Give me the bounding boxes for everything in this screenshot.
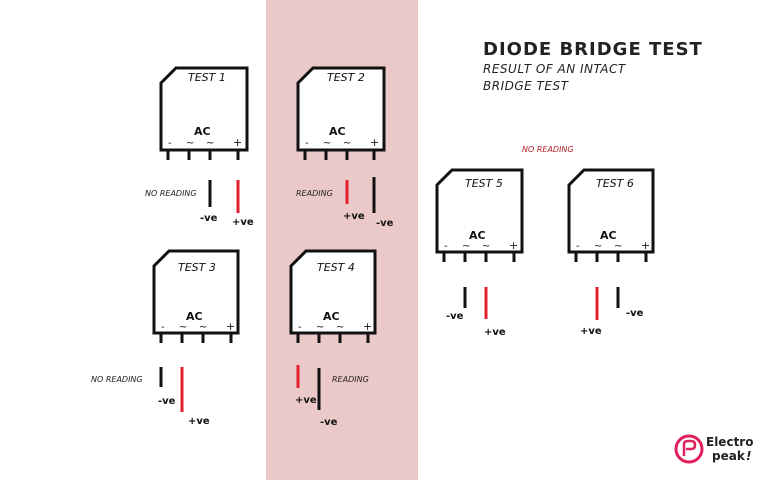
diagram-title: DIODE BRIDGE TEST (483, 39, 703, 60)
electropeak-logo: Electro peak ! (674, 434, 753, 464)
test-3-body (152, 249, 240, 335)
test-1-probe-neg-label: -ve (200, 213, 218, 224)
test-4-ac: AC (323, 310, 340, 323)
test-2-bridge: TEST 2 AC - ~ ~ + READING +ve -ve (296, 66, 394, 229)
test-6-pin-neg: - (576, 241, 580, 252)
test-5-probe-pos-label: +ve (484, 327, 506, 338)
test-6-probe-pos-label: +ve (580, 326, 602, 337)
test-2-label: TEST 2 (327, 71, 365, 84)
test-2-pin-pos: + (370, 136, 379, 149)
test-3-annotation: NO READING (91, 375, 143, 384)
test-2-ac: AC (329, 125, 346, 138)
test-3-ac: AC (186, 310, 203, 323)
test-1-probe-pos-label: +ve (232, 217, 254, 228)
test-4-annotation: READING (332, 375, 369, 384)
logo-text-mark: ! (746, 449, 751, 463)
test-4-label: TEST 4 (317, 261, 355, 274)
test-5-ac: AC (469, 229, 486, 242)
test-4-body (289, 249, 377, 335)
test-5-pin-ac2: ~ (482, 241, 490, 252)
test-4-pin-ac1: ~ (316, 322, 324, 333)
test-6-label: TEST 6 (596, 177, 634, 190)
test-1-label: TEST 1 (188, 71, 226, 84)
logo-text-line2: peak (712, 449, 746, 463)
test-1-body (159, 66, 249, 152)
test-4-bridge: TEST 4 AC - ~ ~ + READING +ve -ve (289, 249, 377, 428)
test-4-pin-ac2: ~ (336, 322, 344, 333)
test-6-body (567, 168, 655, 254)
diagram-subtitle-line2: BRIDGE TEST (483, 79, 570, 93)
test-3-pin-pos: + (226, 320, 235, 333)
test-3-pin-ac1: ~ (179, 322, 187, 333)
test-6-pin-pos: + (641, 239, 650, 252)
test-1-pin-pos: + (233, 136, 242, 149)
test-6-ac: AC (600, 229, 617, 242)
test-5-probe-neg-label: -ve (446, 311, 464, 322)
test-2-annotation: READING (296, 189, 333, 198)
test-2-pin-ac2: ~ (343, 138, 351, 149)
test-4-probe-pos-label: +ve (295, 395, 317, 406)
test-2-body (296, 66, 386, 152)
test-2-probe-pos-label: +ve (343, 211, 365, 222)
test-5-body (435, 168, 524, 254)
diagram-subtitle-line1: RESULT OF AN INTACT (483, 62, 627, 76)
test-1-ac: AC (194, 125, 211, 138)
test-4-probe-neg-label: -ve (320, 417, 338, 428)
test-3-pin-neg: - (161, 322, 165, 333)
test-3-probe-pos-label: +ve (188, 416, 210, 427)
test-2-pin-ac1: ~ (323, 138, 331, 149)
test-5-label: TEST 5 (465, 177, 503, 190)
test-1-annotation: NO READING (145, 189, 197, 198)
test-5-pin-ac1: ~ (462, 241, 470, 252)
test-1-pin-ac1: ~ (186, 138, 194, 149)
logo-mark-icon (674, 434, 704, 464)
test-3-bridge: TEST 3 AC - ~ ~ + NO READING -ve +ve (91, 249, 240, 427)
tests-5-6-annotation: NO READING (522, 145, 574, 154)
test-1-bridge: TEST 1 AC - ~ ~ + NO READING -ve +ve (145, 66, 254, 228)
test-6-bridge: TEST 6 AC - ~ ~ + +ve -ve (567, 168, 655, 337)
logo-text-line1: Electro (706, 435, 753, 449)
test-5-bridge: TEST 5 AC - ~ ~ + -ve +ve (435, 168, 524, 338)
test-6-pin-ac2: ~ (614, 241, 622, 252)
test-6-probe-neg-label: -ve (626, 308, 644, 319)
test-3-pin-ac2: ~ (199, 322, 207, 333)
test-1-pin-neg: - (168, 138, 172, 149)
test-3-label: TEST 3 (178, 261, 216, 274)
test-5-pin-pos: + (509, 239, 518, 252)
test-2-probe-neg-label: -ve (376, 218, 394, 229)
logo-inner-icon (682, 439, 697, 456)
test-1-pin-ac2: ~ (206, 138, 214, 149)
test-4-pin-pos: + (363, 320, 372, 333)
test-5-pin-neg: - (444, 241, 448, 252)
test-2-pin-neg: - (305, 138, 309, 149)
test-3-probe-neg-label: -ve (158, 396, 176, 407)
test-4-pin-neg: - (298, 322, 302, 333)
test-6-pin-ac1: ~ (594, 241, 602, 252)
